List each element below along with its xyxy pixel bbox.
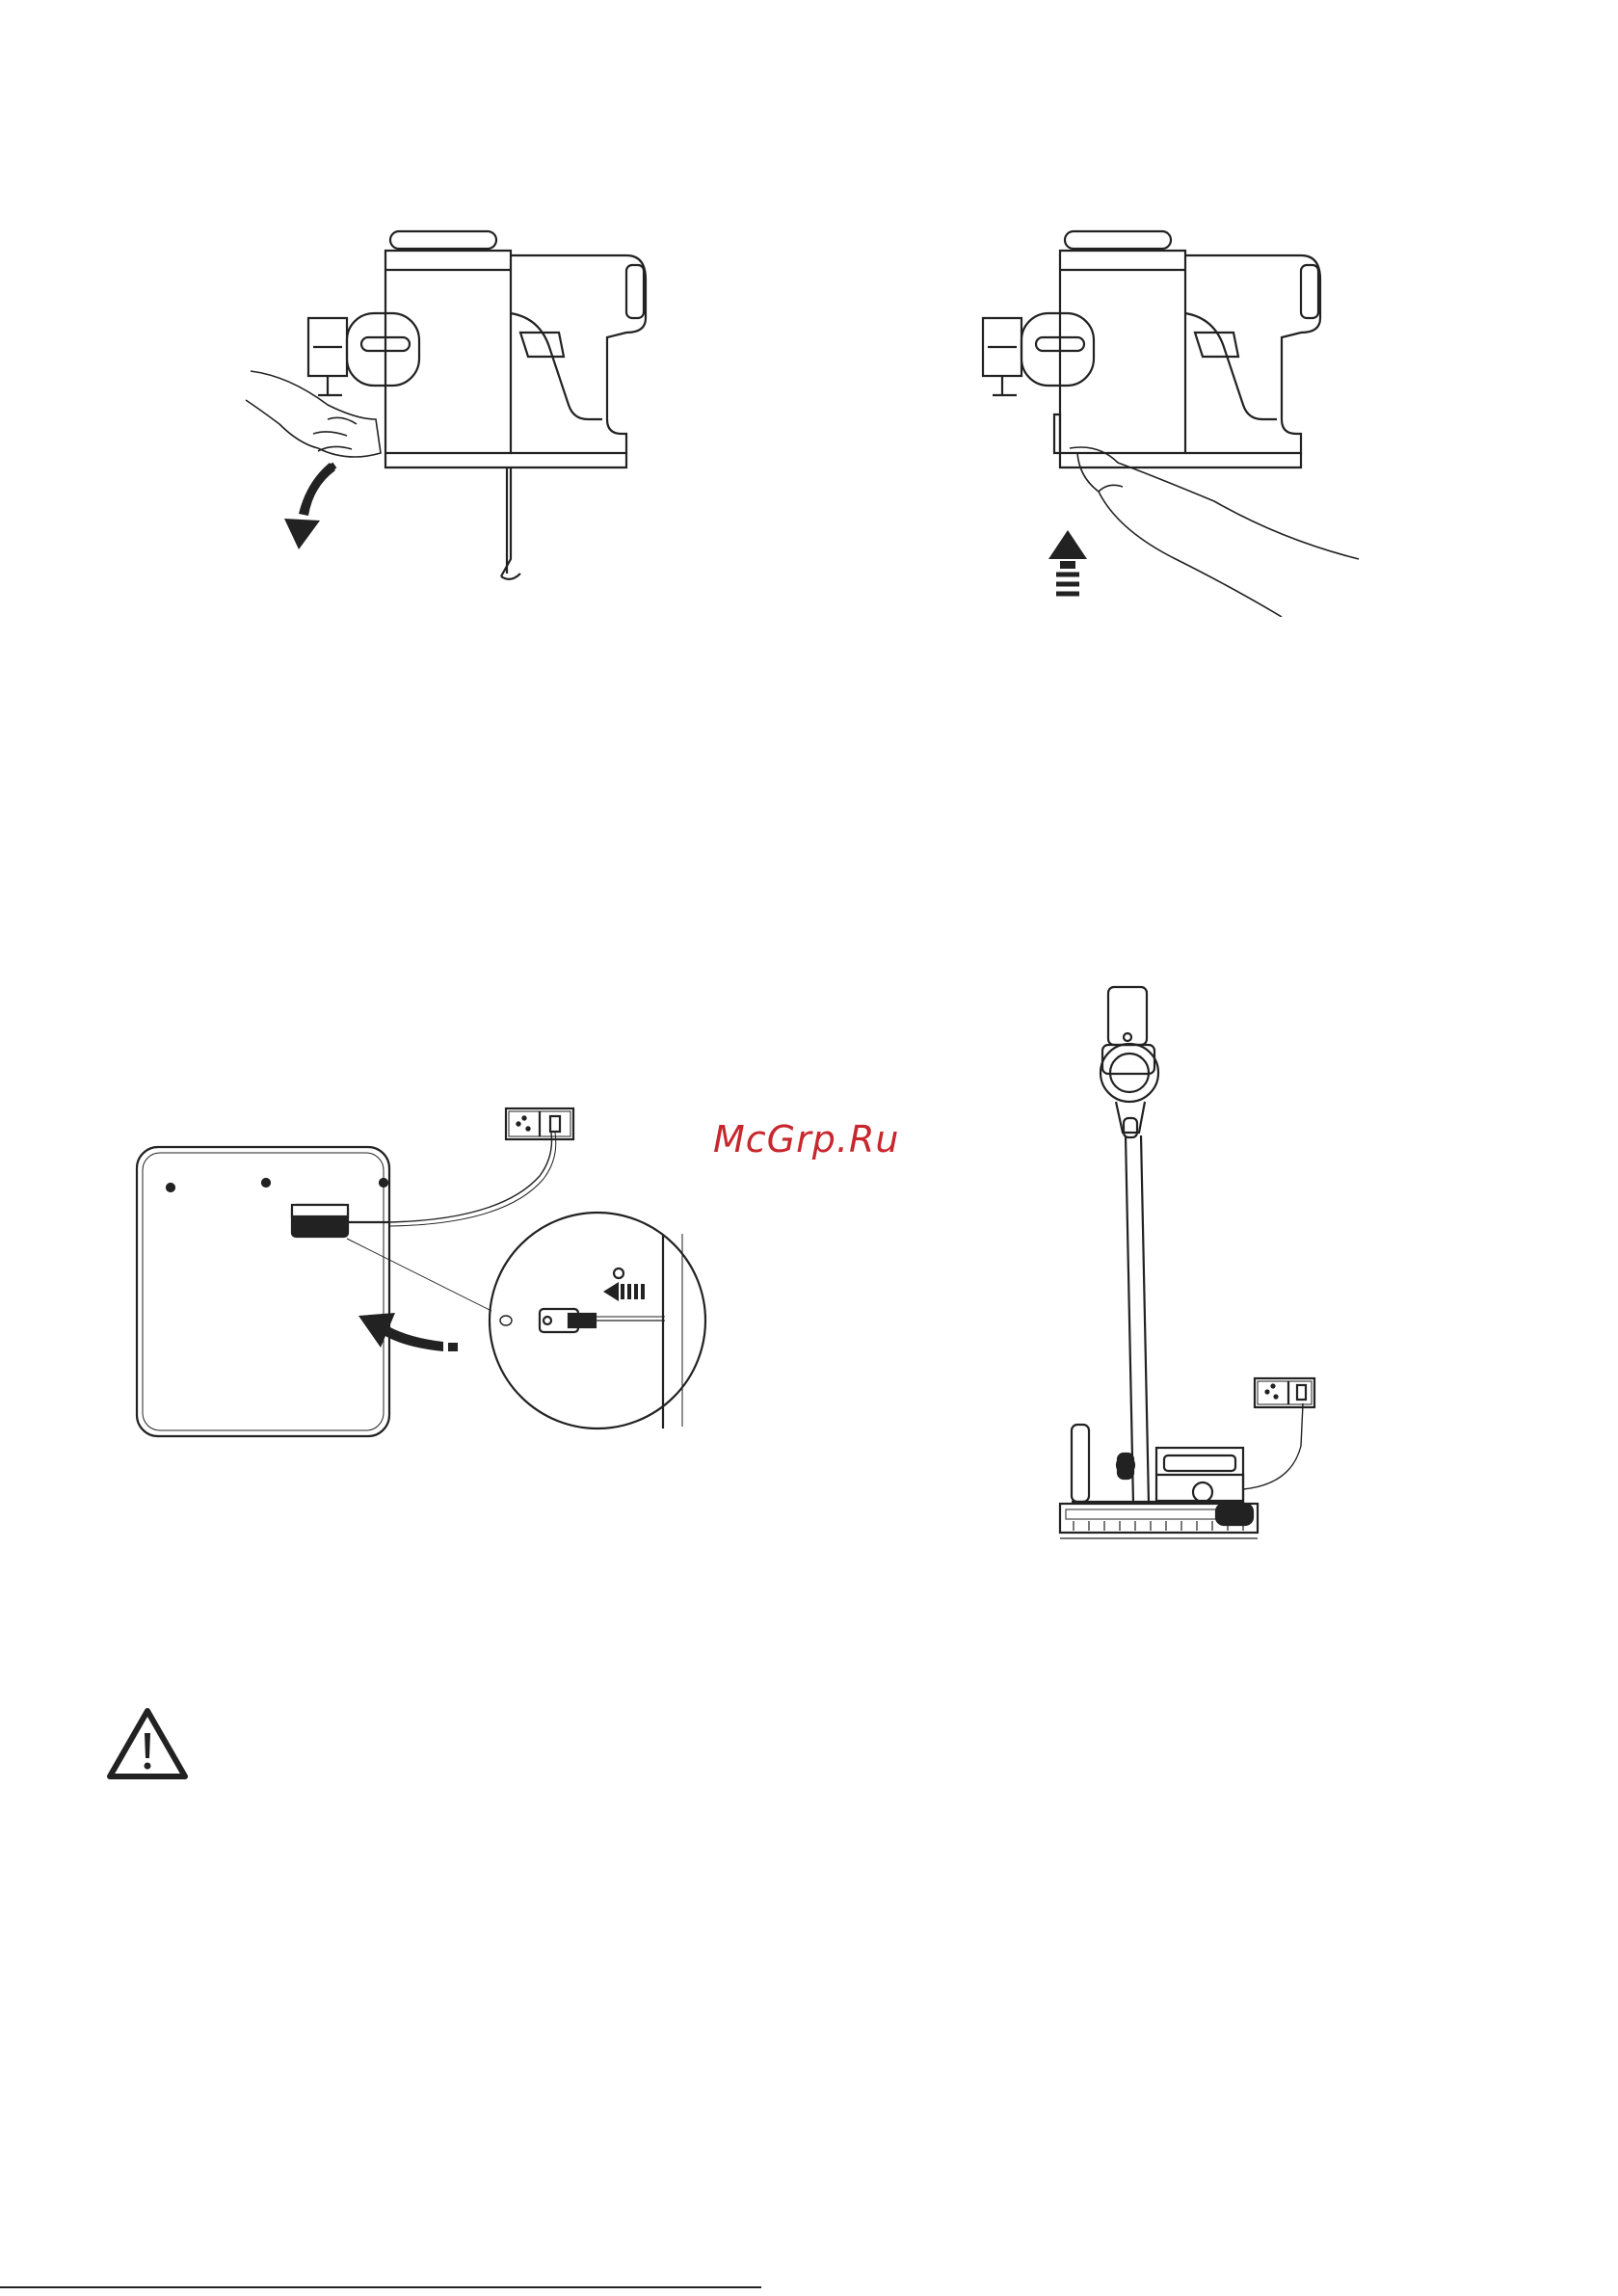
figure-wall-mount-charger xyxy=(116,1041,732,1465)
figure-charging-stand xyxy=(1012,964,1320,1562)
vacuum-empty-dust-bin-illustration xyxy=(222,212,665,598)
vacuum-on-charging-stand-illustration xyxy=(1012,964,1320,1562)
vacuum-close-dust-bin-illustration xyxy=(964,212,1407,617)
wall-mount-charger-illustration xyxy=(116,1041,732,1465)
warning-triangle-icon xyxy=(106,1706,189,1785)
figure-close-dust-bin xyxy=(964,212,1407,617)
figure-empty-dust-bin xyxy=(222,212,665,598)
watermark-text: McGrp.Ru xyxy=(713,1118,899,1161)
footer-divider xyxy=(0,2286,761,2288)
